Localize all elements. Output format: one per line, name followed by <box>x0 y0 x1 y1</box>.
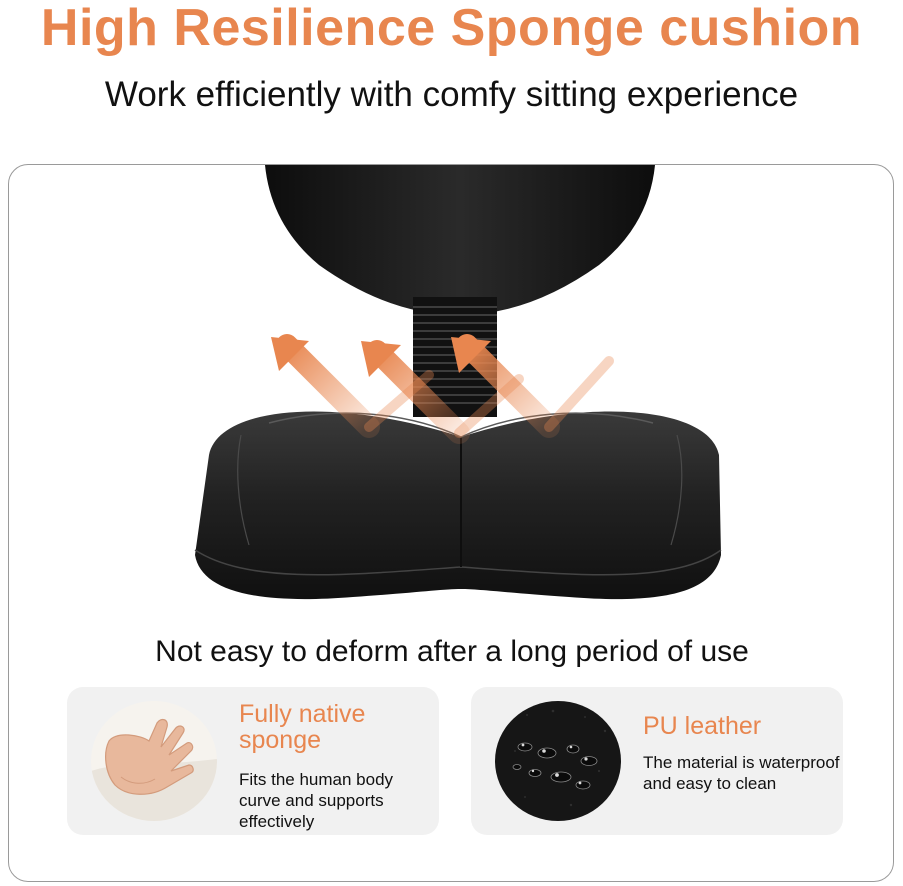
resilience-arrows <box>271 334 614 444</box>
seat-cushion <box>194 411 722 600</box>
chair-backrest <box>265 165 655 315</box>
feature-title: Fully native sponge <box>239 700 366 754</box>
product-panel: Not easy to deform after a long period o… <box>8 164 894 882</box>
feature-card-leather: PU leather The material is waterproof an… <box>471 687 843 835</box>
feature-description: The material is waterproof and easy to c… <box>643 753 840 793</box>
arrow-left <box>271 334 434 438</box>
subheadline: Work efficiently with comfy sitting expe… <box>104 75 799 114</box>
feature-title: PU leather <box>643 712 762 740</box>
water-droplets-on-leather-icon <box>495 701 621 821</box>
hand-pressing-sponge-icon <box>91 701 217 821</box>
chair-cushion-illustration <box>194 165 722 600</box>
feature-card-sponge: Fully native sponge Fits the human body … <box>67 687 439 835</box>
arrow-right <box>451 334 614 438</box>
headline: High Resilience Sponge cushion <box>40 0 863 57</box>
feature-description: Fits the human body curve and supports e… <box>239 770 394 831</box>
tagline: Not easy to deform after a long period o… <box>155 635 749 668</box>
